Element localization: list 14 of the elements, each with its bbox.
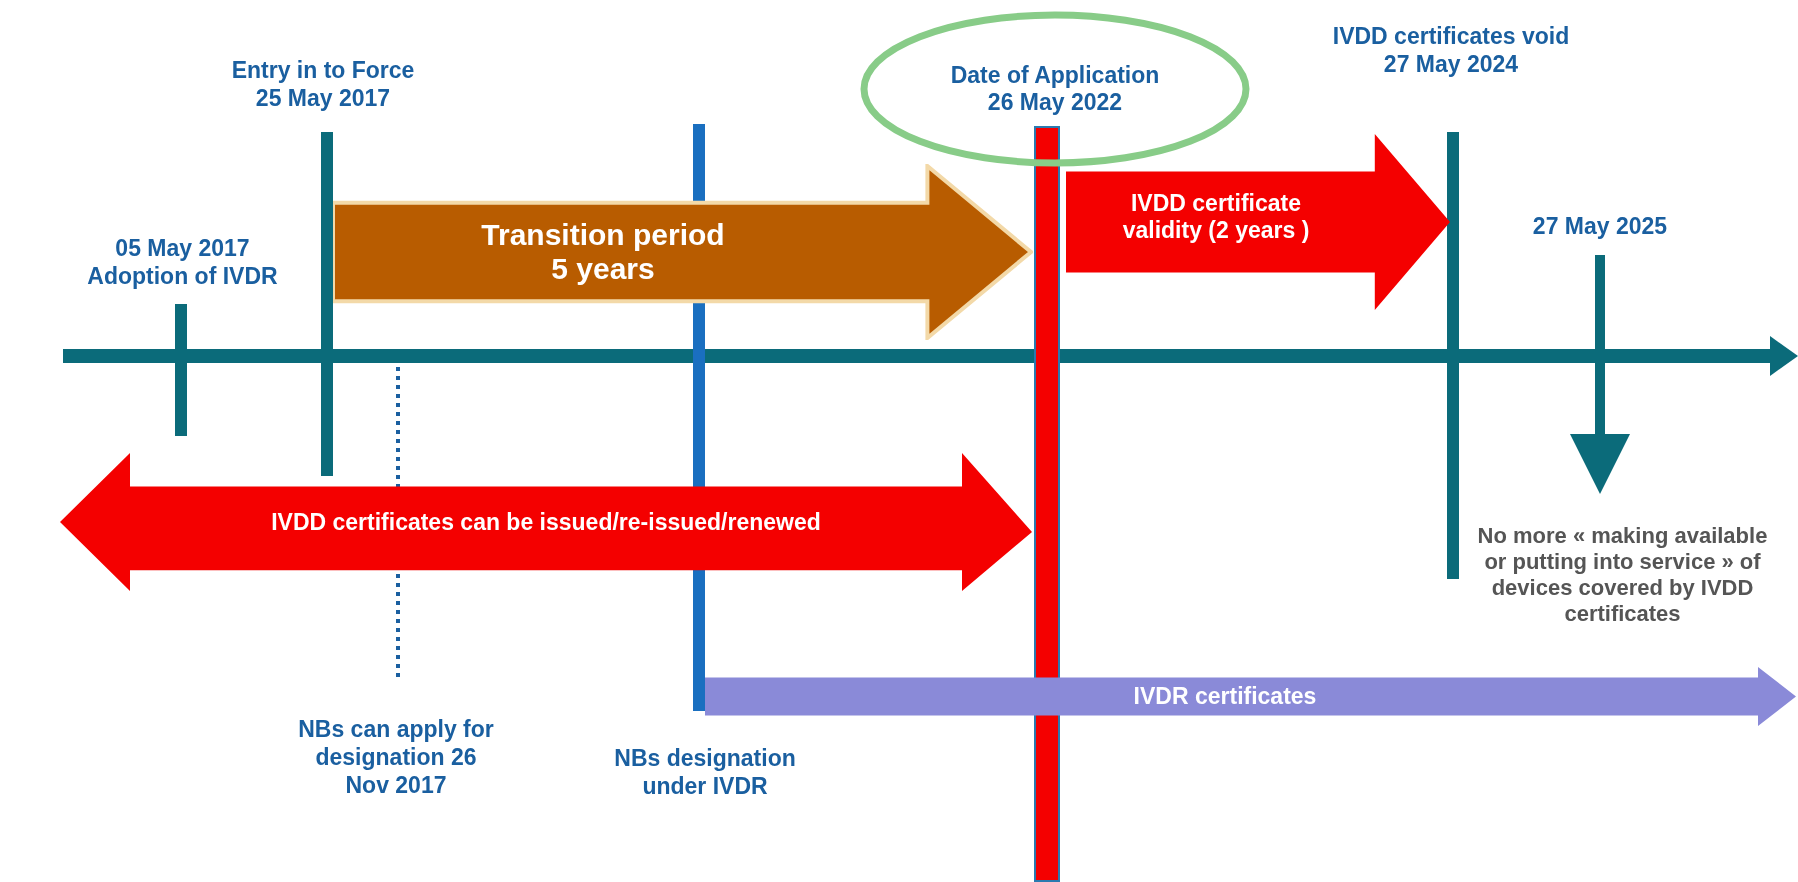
arrow-label: IVDD certificate validity (2 years )	[1121, 190, 1311, 244]
event-label: NBs designation under IVDR	[614, 745, 796, 799]
event-label: 05 May 2017 Adoption of IVDR	[87, 235, 278, 289]
arrow	[1570, 255, 1630, 494]
arrow-label: IVDD certificates can be issued/re-issued/renewed	[271, 508, 821, 536]
application-date-bar	[1034, 126, 1060, 882]
event-label: Entry in to Force 25 May 2017	[231, 57, 415, 111]
event-label: NBs can apply for designation 26 Nov 2017	[298, 716, 494, 798]
arrow-label: IVDR certificates	[1133, 682, 1317, 710]
event-label: IVDD certificates void 27 May 2024	[1332, 23, 1570, 77]
arrow-label: Transition period 5 years	[480, 218, 726, 286]
note-text: No more « making available or putting into service » of devices covered by IVDD certificates	[1476, 522, 1769, 627]
milestone-label: Date of Application 26 May 2022	[949, 62, 1161, 116]
event-label: 27 May 2025	[1532, 213, 1668, 239]
